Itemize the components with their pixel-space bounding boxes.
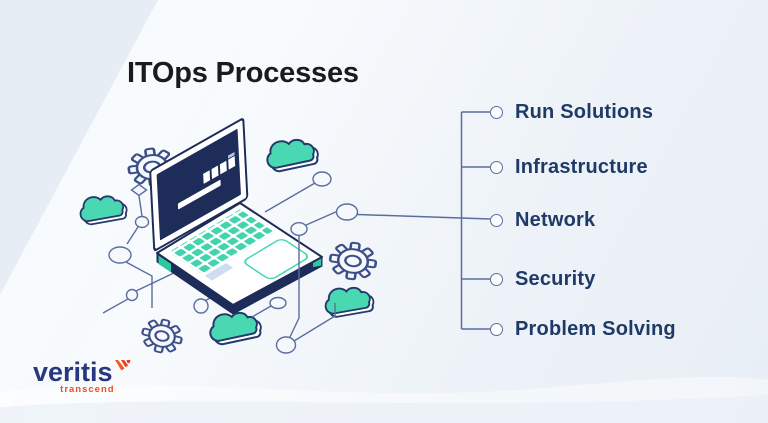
process-item-infrastructure: Infrastructure	[490, 156, 648, 178]
list-bullet-icon	[490, 322, 503, 336]
process-item-label: Network	[515, 208, 596, 231]
process-item-label: Run Solutions	[515, 100, 654, 123]
circuit-node-icon	[130, 183, 148, 197]
circuit-node-icon	[312, 171, 332, 187]
gear-icon	[137, 314, 187, 358]
logo-mark-icon	[114, 360, 131, 371]
page-title: ITOps Processes	[127, 57, 359, 89]
process-item-label: Problem Solving	[515, 317, 676, 340]
laptop-illustration	[149, 118, 323, 315]
logo-tagline: transcend	[60, 384, 115, 395]
circuit-node-icon	[125, 288, 139, 302]
process-item-problem-solving: Problem Solving	[490, 318, 676, 340]
circuit-node-icon	[134, 215, 150, 229]
circuit-node-icon	[335, 203, 359, 221]
laptop-screen	[149, 118, 249, 251]
list-bullet-icon	[490, 105, 503, 119]
trackpad	[244, 239, 309, 280]
cloud-icon	[205, 306, 264, 347]
process-item-label: Security	[515, 267, 596, 290]
process-item-security: Security	[490, 268, 596, 290]
logo-wordmark: veritis	[33, 357, 113, 387]
cloud-icon	[321, 282, 376, 319]
circuit-node-icon	[275, 336, 297, 354]
list-bullet-icon	[490, 272, 503, 286]
circuit-node-icon	[193, 298, 209, 314]
process-item-label: Infrastructure	[515, 155, 648, 178]
circuit-lines-front	[251, 210, 339, 342]
process-item-network: Network	[490, 209, 595, 231]
gear-icon	[326, 238, 380, 284]
list-bullet-icon	[490, 160, 503, 174]
connector-lines	[357, 111, 491, 330]
cloud-icon	[262, 133, 321, 174]
keyboard-keys	[168, 209, 275, 276]
circuit-node-icon	[290, 221, 308, 236]
circuit-node-icon	[108, 246, 132, 264]
process-item-run-solutions: Run Solutions	[490, 101, 653, 123]
veritis-logo: veritis transcend	[33, 359, 131, 395]
list-bullet-icon	[490, 213, 503, 227]
circuit-node-icon	[269, 296, 287, 310]
circuit-lines-back	[102, 182, 316, 314]
